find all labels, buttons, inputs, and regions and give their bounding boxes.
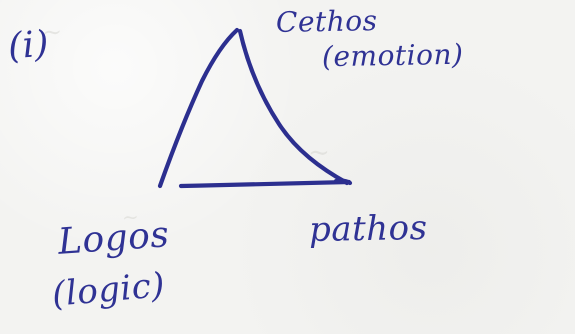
triangle-base bbox=[178, 179, 352, 189]
left-vertex-sublabel: (logic) bbox=[50, 265, 167, 315]
top-vertex-sublabel: (emotion) bbox=[321, 37, 464, 74]
base-end-tick bbox=[333, 178, 353, 186]
left-vertex-label: Logos bbox=[56, 214, 171, 263]
triangle-left-side bbox=[157, 27, 240, 189]
triangle-right-side bbox=[237, 28, 350, 186]
section-marker: (i) bbox=[6, 23, 51, 68]
right-vertex-label: pathos bbox=[308, 207, 428, 251]
top-vertex-label: Cethos bbox=[275, 4, 378, 39]
